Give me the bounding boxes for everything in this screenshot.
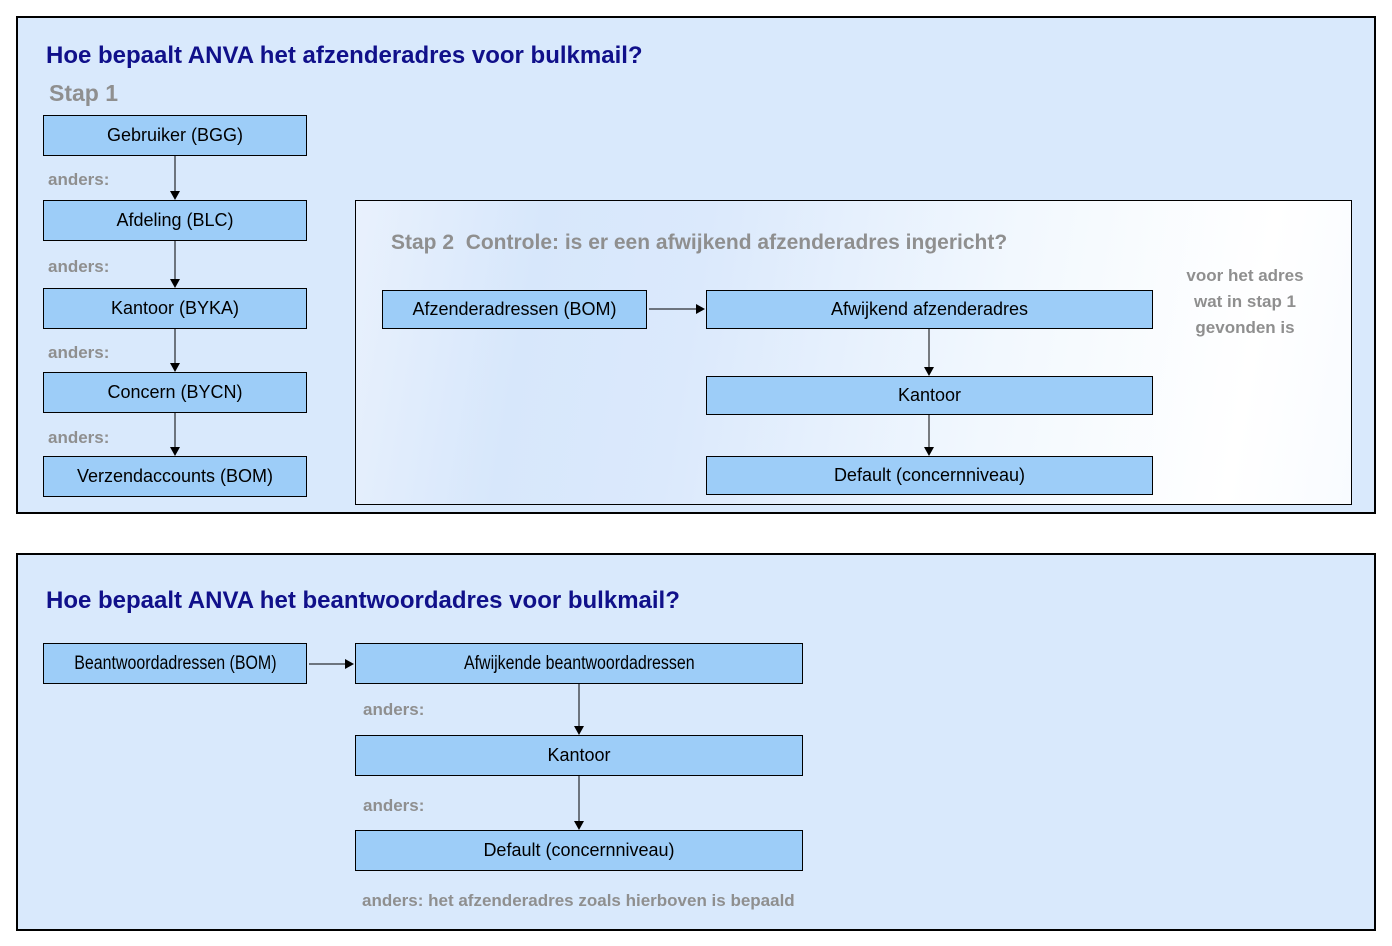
arrow-down-icon (169, 156, 181, 200)
flow-box-kantoor: Kantoor (355, 735, 803, 776)
flow-box-label: Beantwoordadressen (BOM) (73, 652, 277, 674)
arrow-down-icon (169, 413, 181, 456)
flow-box-gebruiker: Gebruiker (BGG) (43, 115, 307, 156)
anders-label: anders: (48, 170, 110, 189)
flow-box-afzenderadressen: Afzenderadressen (BOM) (382, 290, 647, 329)
flow-box-afdeling: Afdeling (BLC) (43, 200, 307, 241)
arrow-right-icon (309, 657, 354, 671)
flow-box-verzendaccounts: Verzendaccounts (BOM) (43, 456, 307, 497)
arrow-down-icon (573, 684, 585, 735)
flow-box-afwijkend-afzenderadres: Afwijkend afzenderadres (706, 290, 1153, 329)
flow-box-default-concernniveau: Default (concernniveau) (355, 830, 803, 871)
arrow-down-icon (573, 776, 585, 830)
step2-side-note: voor het adres wat in stap 1 gevonden is (1186, 266, 1304, 337)
beantwoord-panel-title: Hoe bepaalt ANVA het beantwoordadres voo… (46, 587, 680, 614)
anders-label: anders: (48, 343, 110, 362)
arrow-down-icon (169, 329, 181, 372)
beantwoord-panel: Hoe bepaalt ANVA het beantwoordadres voo… (16, 553, 1376, 931)
arrow-down-icon (923, 415, 935, 456)
anders-label: anders: (363, 700, 425, 719)
flow-box-afwijkende-beantwoordadressen: Afwijkende beantwoordadressen (355, 643, 803, 684)
flow-box-beantwoordadressen: Beantwoordadressen (BOM) (43, 643, 307, 684)
flow-box-default-concernniveau: Default (concernniveau) (706, 456, 1153, 495)
flow-box-label: Afwijkende beantwoordadressen (463, 652, 695, 674)
afzender-panel: Hoe bepaalt ANVA het afzenderadres voor … (16, 16, 1376, 514)
arrow-down-icon (169, 241, 181, 288)
arrow-right-icon (649, 302, 705, 316)
step2-subpanel: Stap 2 Controle: is er een afwijkend afz… (355, 200, 1352, 505)
anders-label: anders: (48, 428, 110, 447)
flow-box-concern: Concern (BYCN) (43, 372, 307, 413)
afzender-panel-title: Hoe bepaalt ANVA het afzenderadres voor … (46, 42, 643, 69)
flow-box-kantoor: Kantoor (706, 376, 1153, 415)
arrow-down-icon (923, 329, 935, 376)
flow-box-kantoor-byka: Kantoor (BYKA) (43, 288, 307, 329)
beantwoord-footnote: anders: het afzenderadres zoals hierbove… (362, 891, 795, 910)
step2-heading: Stap 2 Controle: is er een afwijkend afz… (391, 231, 1008, 254)
anders-label: anders: (48, 257, 110, 276)
step1-label: Stap 1 (49, 80, 119, 106)
anders-label: anders: (363, 796, 425, 815)
